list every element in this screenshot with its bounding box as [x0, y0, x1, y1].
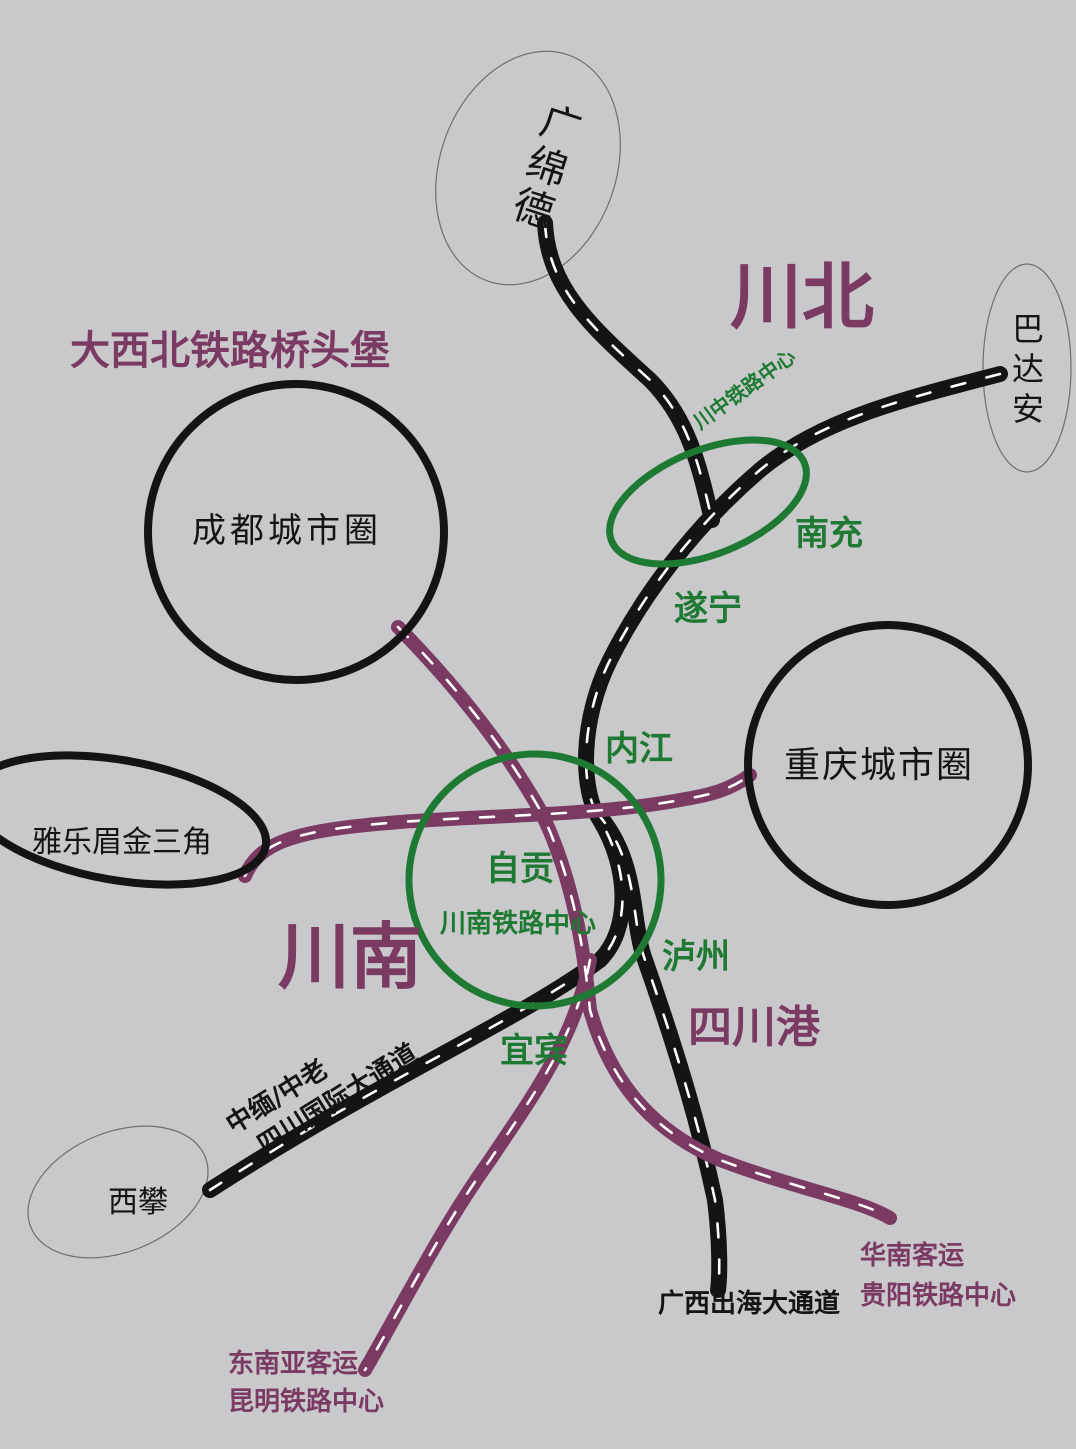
badaan-ellipse [982, 263, 1072, 473]
region-chuannan: 川南 [278, 915, 422, 999]
badaan-char-1: 巴 [1012, 310, 1044, 348]
southeast-asia-line-2: 昆明铁路中心 [228, 1386, 384, 1417]
guangmiande-ellipse [435, 50, 621, 286]
xipan-ellipse [27, 1125, 209, 1259]
chuanzhong-hub-label: 川中铁路中心 [688, 344, 800, 435]
huanan-line-2: 贵阳铁路中心 [860, 1280, 1016, 1311]
sichuan-port-label: 四川港 [688, 1002, 821, 1053]
southeast-asia-line-1: 东南亚客运 [228, 1348, 358, 1379]
huanan-line-1: 华南客运 [860, 1240, 964, 1271]
badaan-char-2: 达 [1012, 350, 1044, 388]
zigong-hub-label: 川南铁路中心 [440, 908, 596, 939]
station-suining: 遂宁 [674, 589, 742, 629]
chengdu-circle [144, 380, 448, 684]
chongqing-label: 重庆城市圈 [784, 745, 974, 786]
badaan-char-3: 安 [1012, 390, 1044, 428]
yalemei-label: 雅乐眉金三角 [32, 825, 212, 860]
xipan-label: 西攀 [108, 1185, 168, 1220]
guangmiande-label: 广 绵 德 [507, 98, 586, 238]
purple-railway-lines [238, 620, 897, 1377]
station-luzhou: 泸州 [662, 937, 730, 977]
station-neijiang: 内江 [605, 729, 673, 769]
zigong-name: 自贡 [486, 849, 554, 889]
zigong-hub-ring [405, 750, 665, 1010]
yalemei-ellipse [0, 751, 271, 889]
chongqing-circle [744, 621, 1032, 909]
line-guangmiande-to-hub [537, 215, 720, 528]
chuanzhong-hub-ring [606, 436, 810, 568]
region-chuanbei: 川北 [730, 255, 874, 339]
station-nanchong: 南充 [795, 514, 863, 554]
northwest-bridgehead-label: 大西北铁路桥头堡 [70, 328, 390, 374]
guangxi-sea-corridor-label: 广西出海大通道 [658, 1288, 840, 1319]
station-yibin: 宜宾 [500, 1031, 568, 1071]
chengdu-label: 成都城市圈 [192, 511, 382, 551]
